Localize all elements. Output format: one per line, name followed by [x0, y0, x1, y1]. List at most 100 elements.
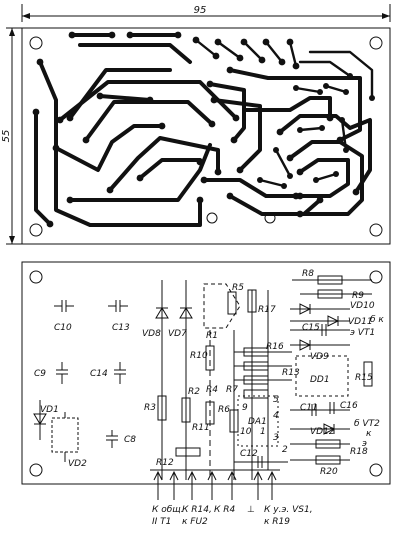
svg-text:C11: C11: [300, 403, 318, 413]
pcb-component-layer: C10 C13 C9 C14 C8 VD1: [21, 261, 391, 500]
capacitor-c14: C14: [90, 362, 126, 384]
resistor-r13: R13: [234, 368, 300, 385]
svg-text:К R4: К R4: [214, 505, 236, 515]
svg-text:C9: C9: [34, 369, 46, 379]
svg-text:C10: C10: [54, 323, 72, 333]
svg-text:э VT1: э VT1: [350, 328, 375, 338]
svg-text:К R14,: К R14,: [182, 505, 212, 515]
copper-pads: [32, 31, 375, 228]
svg-text:к FU2: к FU2: [182, 517, 208, 527]
output-arrows: [153, 470, 277, 500]
svg-text:C16: C16: [340, 401, 358, 411]
diode-vd9: VD9: [290, 339, 350, 362]
dimension-height-label: 55: [1, 130, 12, 143]
capacitor-c16: C16: [329, 401, 358, 414]
svg-text:R12: R12: [156, 458, 174, 468]
resistor-r12: R12: [156, 447, 201, 468]
resistor-r5: R5: [227, 283, 244, 315]
bottom-connection-labels: К общ. II T1 К R14, к FU2 К R4 ⊥ К у.э. …: [152, 505, 313, 527]
mounting-hole: [369, 36, 383, 50]
resistor-r18: R18: [290, 439, 368, 457]
resistor-r20: R20: [290, 455, 350, 477]
transistor-vt1-marks: б к э VT1: [350, 315, 384, 338]
svg-text:C15: C15: [302, 323, 320, 333]
svg-text:VD8: VD8: [142, 329, 161, 339]
dimension-width-label: 95: [194, 5, 207, 16]
resistor-r17: R17: [247, 289, 276, 315]
dimension-width: 95: [21, 4, 391, 22]
resistor-r2: R2: [181, 387, 200, 423]
svg-text:R1: R1: [206, 331, 218, 341]
svg-text:К общ.: К общ.: [152, 505, 184, 515]
mounting-hole: [369, 270, 383, 284]
svg-text:DD1: DD1: [310, 375, 330, 385]
capacitor-c12: C12: [234, 449, 288, 468]
resistor-r7: R7: [226, 385, 269, 399]
svg-text:VD1: VD1: [40, 405, 59, 415]
mounting-hole: [206, 212, 218, 224]
capacitor-c9: C9: [34, 362, 68, 384]
svg-text:R4: R4: [206, 385, 218, 395]
chip-da1: DA1 9 10 1 5 4 3 2: [237, 395, 288, 455]
svg-text:II T1: II T1: [152, 517, 171, 527]
diode-bridge-vd2: VD2: [51, 412, 87, 469]
diode-vd7: VD7: [168, 307, 193, 339]
svg-text:R20: R20: [320, 467, 338, 477]
capacitor-c15: C15: [290, 323, 350, 336]
mounting-hole: [29, 270, 43, 284]
svg-text:VD10: VD10: [350, 301, 375, 311]
svg-text:R10: R10: [190, 351, 208, 361]
resistor-r15: R15: [355, 361, 373, 387]
svg-text:R15: R15: [355, 373, 373, 383]
capacitor-c8: C8: [106, 430, 136, 448]
svg-text:R9: R9: [352, 291, 364, 301]
copper-traces: [34, 33, 374, 227]
pcb-copper-layer: [21, 27, 391, 245]
svg-text:9: 9: [242, 403, 248, 413]
svg-text:R8: R8: [302, 269, 314, 279]
svg-text:C12: C12: [240, 449, 258, 459]
diode-vd11: VD11: [290, 315, 373, 327]
svg-text:R2: R2: [188, 387, 200, 397]
svg-text:к: к: [366, 429, 372, 439]
capacitor-c11: C11: [290, 403, 350, 416]
mounting-hole: [29, 36, 43, 50]
svg-text:К у.э. VS1,: К у.э. VS1,: [264, 505, 313, 515]
diode-vd12: VD12: [290, 423, 350, 437]
svg-text:э: э: [362, 439, 367, 449]
svg-text:C8: C8: [124, 435, 136, 445]
svg-text:б VT2: б VT2: [354, 419, 380, 429]
svg-text:R13: R13: [282, 368, 300, 378]
svg-text:R18: R18: [350, 447, 368, 457]
dimension-height: 55: [1, 27, 22, 245]
svg-text:R11: R11: [192, 423, 210, 433]
diode-vd10: VD10: [290, 301, 375, 315]
mounting-hole: [29, 463, 43, 477]
svg-text:R5: R5: [232, 283, 244, 293]
chip-dd1: DD1: [295, 355, 349, 397]
resistor-r1: R1: [206, 331, 292, 371]
resistor-r11: R11: [192, 401, 215, 433]
svg-text:к R19: к R19: [264, 517, 290, 527]
svg-text:1: 1: [260, 427, 266, 437]
svg-text:R6: R6: [218, 405, 230, 415]
diode-vd8: VD8: [142, 307, 169, 339]
svg-text:VD11: VD11: [348, 317, 373, 327]
svg-text:R3: R3: [144, 403, 156, 413]
resistor-r4-mark: R4: [206, 385, 218, 395]
mounting-hole: [29, 223, 43, 237]
diode-vd1: VD1: [33, 400, 59, 440]
capacitor-c10: C10: [54, 300, 74, 333]
resistor-r16: R16: [234, 342, 292, 357]
svg-text:б к: б к: [370, 315, 384, 325]
svg-text:R17: R17: [258, 305, 276, 315]
svg-text:C14: C14: [90, 369, 108, 379]
svg-text:5: 5: [273, 395, 279, 405]
svg-text:10: 10: [240, 427, 252, 437]
svg-text:VD9: VD9: [310, 352, 329, 362]
mounting-hole: [369, 223, 383, 237]
svg-text:⊥: ⊥: [247, 505, 255, 515]
svg-text:R7: R7: [226, 385, 238, 395]
capacitor-c13: C13: [108, 300, 130, 333]
